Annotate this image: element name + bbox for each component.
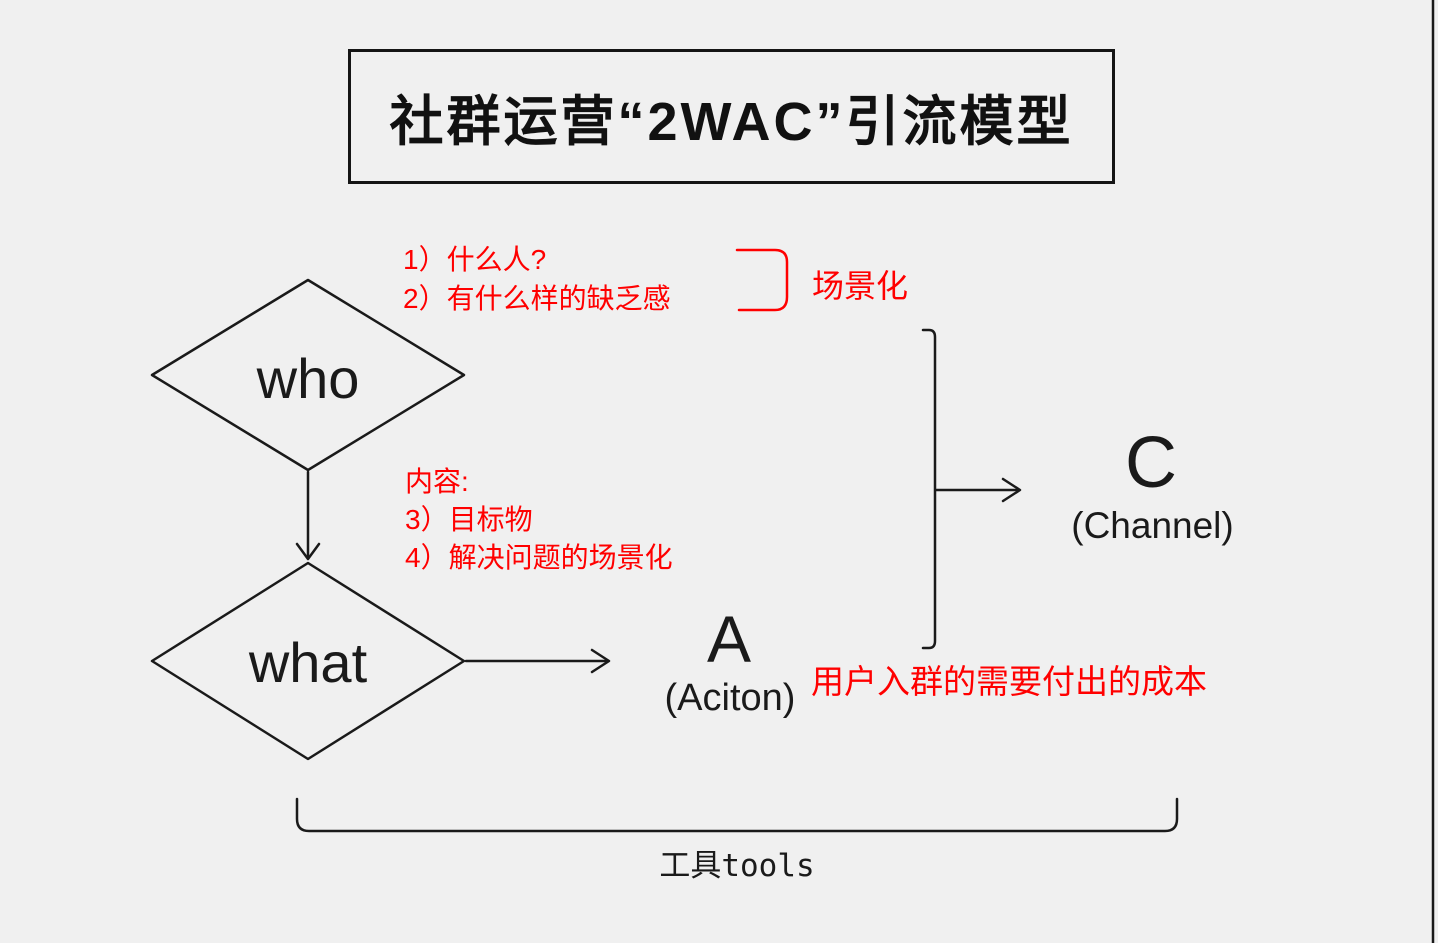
what-annotation-line-2: 3）目标物 — [405, 504, 533, 535]
action-node-caption: (Aciton) — [664, 677, 796, 719]
action-node-letter: A — [706, 602, 752, 676]
what-annotation-line-1: 内容: — [405, 466, 469, 497]
title-box: 社群运营“2WAC”引流模型 — [348, 49, 1115, 184]
scene-label: 场景化 — [812, 268, 909, 304]
who-to-what-arrowhead — [295, 542, 321, 561]
what-annotation-line-3: 4）解决问题的场景化 — [405, 542, 673, 573]
right-gather-bracket — [921, 328, 937, 650]
bracket-to-channel-arrowhead — [1001, 477, 1022, 503]
what-node-label: what — [248, 631, 368, 694]
what-to-action-arrowhead — [590, 648, 611, 674]
cost-label: 用户入群的需要付出的成本 — [811, 663, 1207, 700]
tools-label: 工具tools — [659, 848, 815, 884]
scene-red-bracket — [735, 248, 789, 312]
who-node-label: who — [256, 347, 360, 410]
what-annotation-list: 内容: 3）目标物 4）解决问题的场景化 — [405, 463, 673, 577]
who-annotation-line-1: 1）什么人? — [403, 244, 547, 275]
who-annotation-line-2: 2）有什么样的缺乏感 — [403, 283, 671, 314]
what-diamond-shape — [150, 561, 466, 761]
tools-bottom-brace — [295, 797, 1179, 833]
channel-node-letter: C — [1125, 423, 1177, 503]
who-diamond-shape — [150, 278, 466, 472]
channel-node-caption: (Channel) — [1071, 505, 1234, 546]
diagram-title: 社群运营“2WAC”引流模型 — [389, 92, 1074, 152]
who-annotation-list: 1）什么人? 2）有什么样的缺乏感 — [403, 240, 671, 318]
